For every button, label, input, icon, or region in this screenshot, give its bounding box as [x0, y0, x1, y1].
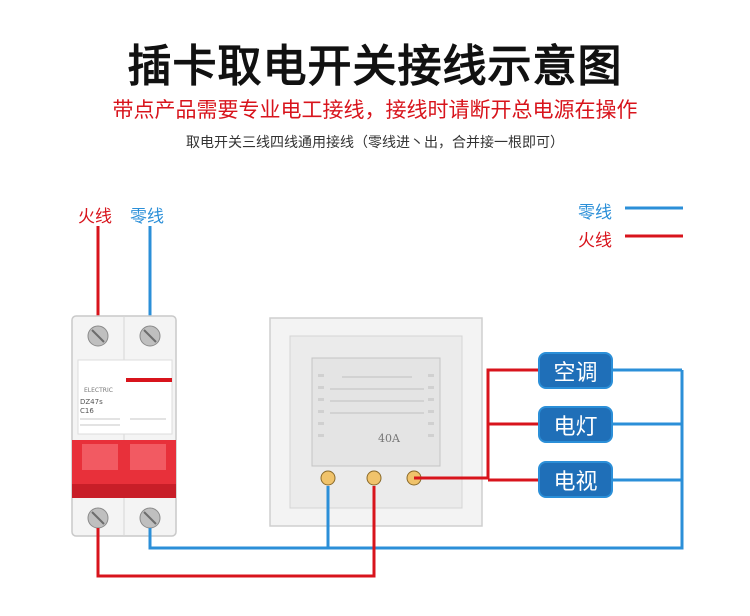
- switch-rating: 40A: [378, 432, 401, 445]
- neutral-bus-wire: [148, 370, 684, 550]
- card-power-switch: 40A: [269, 317, 483, 527]
- breaker-model: DZ47s: [80, 398, 103, 406]
- legend-live-label: 火线: [578, 231, 612, 251]
- breaker-to-switch-live-wire: [96, 486, 376, 578]
- wiring-note: 取电开关三线四线通用接线（零线进丶出，合并接一根即可）: [186, 135, 564, 151]
- breaker-brand: ELECTRIC: [84, 387, 113, 394]
- circuit-breaker: ELECTRIC DZ47s C16: [71, 315, 177, 537]
- safety-warning: 带点产品需要专业电工接线，接线时请断开总电源在操作: [112, 98, 638, 122]
- device-tv: 电视: [538, 461, 613, 498]
- neutral-wire-label: 零线: [130, 207, 164, 227]
- device-light: 电灯: [538, 406, 613, 443]
- terminal-neutral: [320, 470, 336, 486]
- device-air-conditioner: 空调: [538, 352, 613, 389]
- terminal-live-in: [366, 470, 382, 486]
- live-wire-label: 火线: [78, 207, 112, 227]
- breaker-rating: C16: [80, 407, 94, 415]
- diagram-title: 插卡取电开关接线示意图: [127, 41, 623, 92]
- legend-neutral-label: 零线: [578, 203, 612, 223]
